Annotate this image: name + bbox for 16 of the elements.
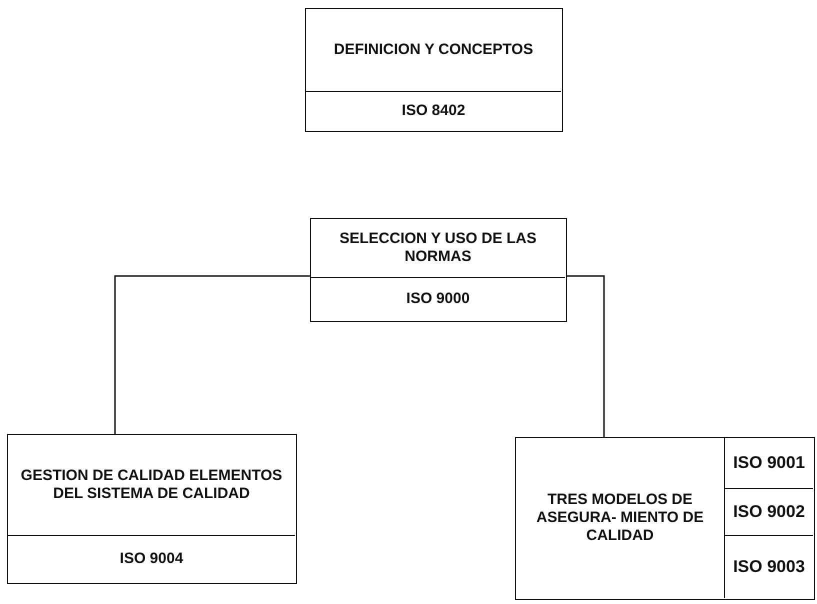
standard-code: ISO 9003 — [724, 535, 813, 598]
standard-code: ISO 9002 — [724, 488, 813, 535]
standard-code: ISO 9004 — [8, 535, 295, 582]
process-box — [515, 437, 815, 600]
process-box — [305, 8, 563, 132]
box-heading: GESTION DE CALIDAD ELEMENTOS DEL SISTEMA DE CALIDAD — [20, 466, 284, 504]
process-box — [310, 218, 567, 322]
process-box — [7, 434, 297, 584]
connector-line — [114, 275, 310, 434]
standard-code: ISO 9001 — [724, 438, 813, 488]
box-heading: TRES MODELOS DE ASEGURA- MIENTO DE CALIDAD — [535, 490, 705, 546]
standard-code: ISO 8402 — [306, 91, 561, 130]
box-heading: DEFINICION Y CONCEPTOS — [332, 40, 534, 60]
connector-line — [567, 275, 605, 437]
standard-code: ISO 9000 — [311, 277, 565, 320]
box-heading: SELECCION Y USO DE LAS NORMAS — [338, 229, 538, 267]
